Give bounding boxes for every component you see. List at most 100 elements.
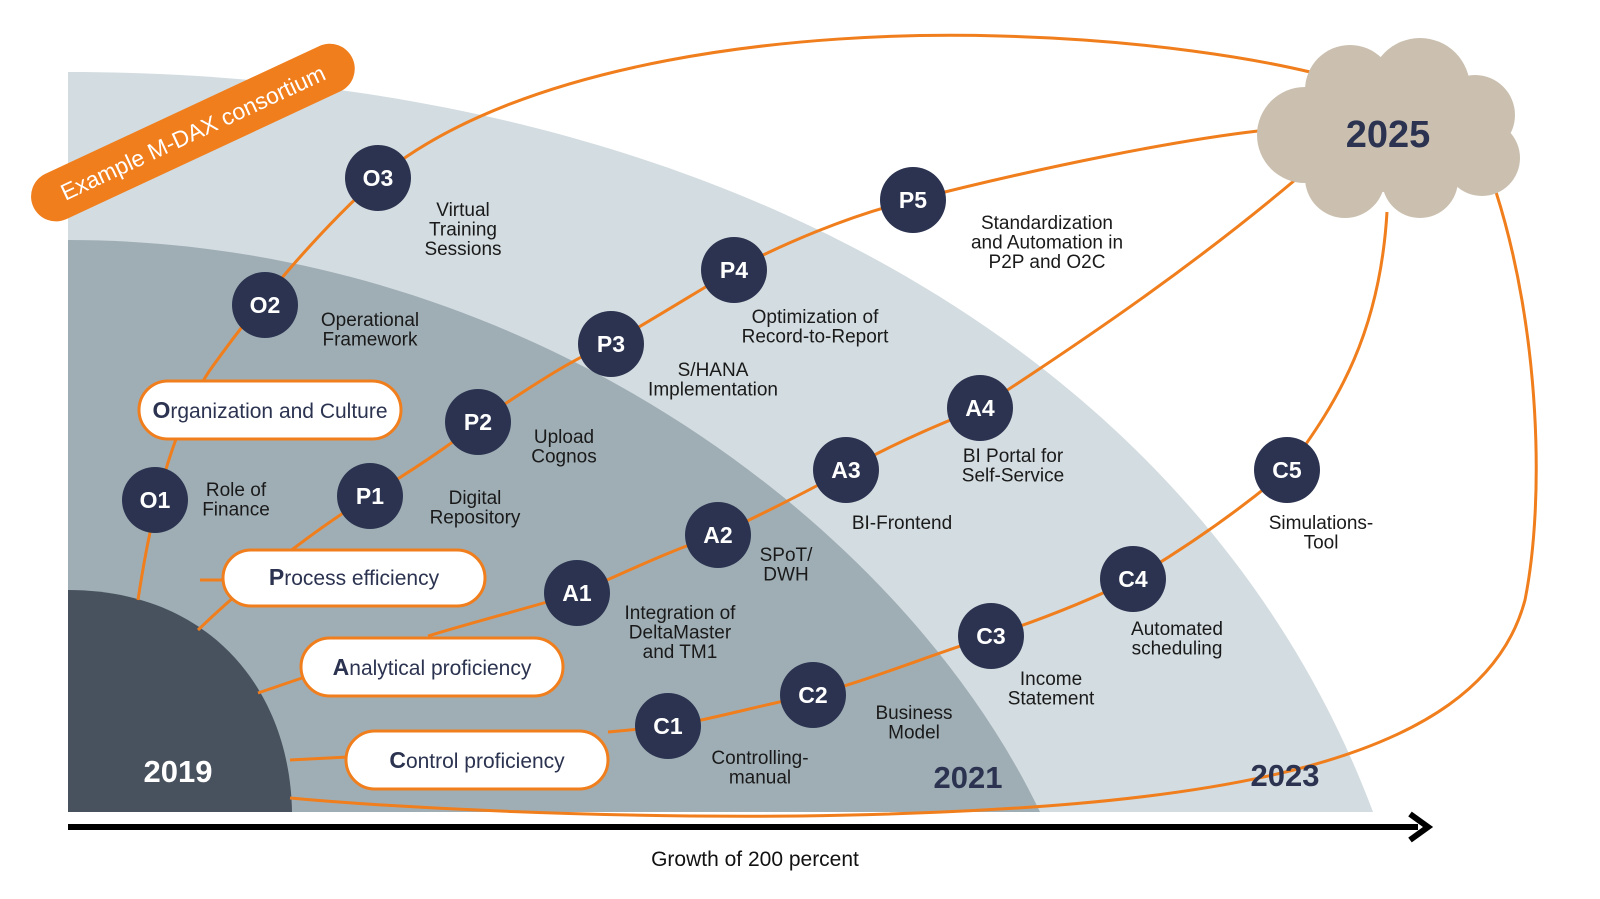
cloud-2025: [1257, 38, 1520, 218]
pill-control-initial: C: [389, 747, 406, 773]
milestone-code-c4: C4: [1118, 566, 1148, 592]
pill-process-initial: P: [269, 564, 284, 590]
milestone-desc-line: Implementation: [648, 380, 778, 401]
milestone-desc-line: Virtual: [436, 200, 490, 221]
year-2025: 2025: [1346, 114, 1431, 156]
pill-organization: Organization and Culture: [137, 379, 403, 441]
svg-text:Analytical proficiency: Analytical proficiency: [333, 654, 532, 680]
milestone-desc-line: DWH: [763, 565, 808, 586]
milestone-desc-line: manual: [729, 768, 791, 789]
milestone-desc-line: Finance: [202, 500, 270, 521]
milestone-desc-a3: BI-Frontend: [852, 513, 952, 534]
pill-analytical-label: nalytical proficiency: [349, 657, 532, 680]
milestone-node-a2: [685, 502, 751, 568]
milestone-desc-line: DeltaMaster: [629, 623, 732, 644]
milestone-desc-line: BI Portal for: [963, 446, 1064, 467]
svg-text:Control proficiency: Control proficiency: [389, 747, 565, 773]
milestone-desc-line: Business: [875, 703, 952, 724]
milestone-node-c2: [780, 662, 846, 728]
milestone-desc-line: Integration of: [625, 603, 737, 624]
milestone-node-c5: [1254, 437, 1320, 503]
milestone-node-p2: [445, 389, 511, 455]
milestone-code-a1: A1: [562, 580, 592, 606]
milestone-desc-line: Optimization of: [752, 307, 879, 328]
milestone-code-o2: O2: [250, 292, 281, 318]
milestone-desc-line: Operational: [321, 310, 419, 331]
milestone-code-p3: P3: [597, 331, 625, 357]
milestone-code-p4: P4: [720, 257, 748, 283]
stub-analytical: [257, 676, 303, 695]
pill-control: Control proficiency: [344, 729, 610, 791]
milestone-desc-line: P2P and O2C: [989, 252, 1106, 273]
milestone-code-p5: P5: [899, 187, 927, 213]
milestone-desc-line: Income: [1020, 669, 1082, 690]
milestone-code-c2: C2: [798, 682, 827, 708]
milestone-node-o1: [122, 467, 188, 533]
milestone-desc-line: Tool: [1304, 533, 1339, 554]
year-2021: 2021: [934, 760, 1003, 795]
milestone-desc-line: and TM1: [643, 642, 718, 663]
milestone-code-o3: O3: [363, 165, 394, 191]
milestone-node-a4: [947, 375, 1013, 441]
milestone-desc-line: Training: [429, 220, 497, 241]
milestone-code-a4: A4: [965, 395, 995, 421]
milestone-desc-line: Record-to-Report: [742, 327, 889, 348]
milestone-desc-line: Model: [888, 723, 940, 744]
pill-control-label: ontrol proficiency: [406, 750, 565, 773]
milestone-desc-line: Cognos: [531, 447, 597, 468]
svg-text:Organization and Culture: Organization and Culture: [152, 397, 387, 423]
milestone-desc-line: Statement: [1008, 689, 1095, 710]
svg-text:Process efficiency: Process efficiency: [269, 564, 440, 590]
milestone-code-c3: C3: [976, 623, 1005, 649]
milestone-node-c4: [1100, 546, 1166, 612]
milestone-desc-line: Sessions: [424, 239, 501, 260]
milestone-code-p1: P1: [356, 483, 384, 509]
zone-2019: [68, 590, 292, 812]
milestone-node-p1: [337, 463, 403, 529]
milestone-node-p5: [880, 167, 946, 233]
milestone-node-o3: [345, 145, 411, 211]
milestone-desc-line: Role of: [206, 480, 267, 501]
milestone-code-c5: C5: [1272, 457, 1302, 483]
milestone-desc-line: S/HANA: [678, 360, 749, 381]
milestone-node-o2: [232, 272, 298, 338]
milestone-desc-a2: SPoT/DWH: [760, 545, 814, 586]
milestone-node-a1: [544, 560, 610, 626]
milestone-node-a3: [813, 437, 879, 503]
pill-process: Process efficiency: [221, 548, 487, 608]
year-2019: 2019: [144, 754, 213, 789]
stub-control: [289, 755, 349, 762]
milestone-desc-c1: Controlling-manual: [711, 748, 808, 789]
milestone-desc-line: Controlling-: [711, 748, 808, 769]
pill-organization-initial: O: [152, 397, 170, 423]
milestone-code-p2: P2: [464, 409, 492, 435]
milestone-desc-line: Automated: [1131, 619, 1223, 640]
year-2023: 2023: [1251, 758, 1320, 793]
milestone-node-p3: [578, 311, 644, 377]
milestone-code-o1: O1: [140, 487, 171, 513]
milestone-node-c3: [958, 603, 1024, 669]
milestone-desc-line: Upload: [534, 427, 594, 448]
